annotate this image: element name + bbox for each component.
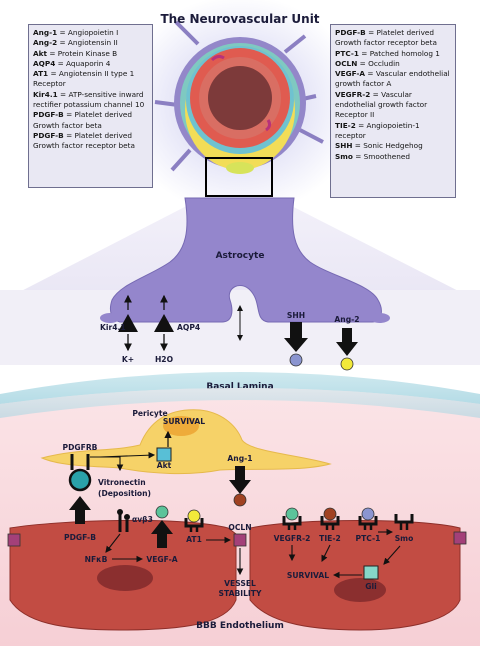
gli-label: Gli <box>365 582 376 591</box>
ptc1-receptor <box>358 507 378 530</box>
legend-item: PDGF-B = Platelet derived Growth factor … <box>335 28 437 48</box>
zoom-box <box>205 157 273 197</box>
legend-item: AQP4 = Aquaporin 4 <box>33 58 111 68</box>
junction-left <box>7 533 21 547</box>
pdgfrb-label: PDGFRB <box>63 443 98 452</box>
ang2-label: Ang-2 <box>334 315 359 324</box>
diagram-title: The Neurovascular Unit <box>160 12 319 26</box>
legend-item: AT1 = Angiotensin II type 1 Receptor <box>33 69 135 89</box>
pdgfrb-akt-arrow <box>99 451 156 459</box>
smo-gli-arrow <box>383 545 401 565</box>
integrin-avb3 <box>117 509 130 532</box>
vegfr2-receptor <box>282 507 302 530</box>
ptc1-label: PTC-1 <box>356 534 381 543</box>
endothelium-label: BBB Endothelium <box>196 621 284 631</box>
smo-label: Smo <box>395 534 414 543</box>
pdgfb-label: PDGF-B <box>64 533 96 542</box>
legend-item: PDGF-B = Platelet derived Growth factor … <box>33 110 133 130</box>
integrin-nfkb-arrow <box>105 533 121 553</box>
ang1-molecule <box>233 493 247 507</box>
pericyte-cell <box>40 409 332 475</box>
aqp4-label: AQP4 <box>177 323 200 332</box>
gli-box <box>363 565 379 580</box>
akt-label: Akt <box>157 461 172 470</box>
tie2-label: TIE-2 <box>319 534 341 543</box>
ang2-molecule <box>340 357 354 371</box>
legend-item: PTC-1 = Patched homolog 1 <box>335 48 440 58</box>
legend-left: Ang-1 = Angiopoietin I Ang-2 = Angiotens… <box>28 24 153 188</box>
kir41-channel <box>118 294 138 352</box>
vessel-label: VESSEL <box>224 579 256 588</box>
astrocyte-label: Astrocyte <box>216 251 265 261</box>
ang2-arrow <box>336 328 358 356</box>
legend-item: OCLN = Occludin <box>335 58 400 68</box>
vitronectin-label: Vitronectin <box>98 478 146 487</box>
basal-lamina-label: Basal Lamina <box>206 382 273 392</box>
ocln-junction <box>233 533 247 547</box>
shh-label: SHH <box>287 311 305 320</box>
kplus-label: K+ <box>122 355 134 364</box>
pdgfb-arrow <box>69 496 91 524</box>
junction-right <box>453 531 467 545</box>
ang1-arrow <box>229 466 251 494</box>
tie2-receptor <box>320 507 340 530</box>
smo-receptor <box>394 514 414 530</box>
survival-bottom-label: SURVIVAL <box>287 571 329 580</box>
legend-item: Akt = Protein Kinase B <box>33 48 118 58</box>
pericyte-label: Pericyte <box>132 409 167 418</box>
vegfa-label: VEGF-A <box>146 555 177 564</box>
vessel-cross-section <box>154 20 324 174</box>
akt-box <box>156 447 172 462</box>
h2o-label: H2O <box>155 355 174 364</box>
legend-item: SHH = Sonic Hedgehog <box>335 141 423 151</box>
shh-molecule <box>289 353 303 367</box>
legend-item: PDGF-B = Platelet derived Growth factor … <box>33 130 135 151</box>
legend-item: VEGFR-2 = Vascular endothelial growth fa… <box>335 89 428 120</box>
legend-item: TIE-2 = Angiopoietin-1 receptor <box>335 120 420 140</box>
tie2-survival-arrow <box>321 544 331 562</box>
pdgfrb-receptor <box>68 468 92 492</box>
nfkb-label: NFκB <box>85 555 108 564</box>
legend-item: Kir4.1 = ATP-sensitive inward rectifier … <box>33 89 145 110</box>
aqp4-channel <box>154 294 174 352</box>
at1-receptor <box>184 509 204 532</box>
shh-arrow <box>284 322 308 352</box>
avb3-label: αvβ3 <box>132 515 153 524</box>
legend-item: Smo = Smoothened <box>335 151 411 161</box>
vegfr2-label: VEGFR-2 <box>274 534 311 543</box>
ocln-label: OCLN <box>228 523 251 532</box>
legend-right: PDGF-B = Platelet derived Growth factor … <box>330 24 456 198</box>
legend-item: VEGF-A = Vascular endothelial growth fac… <box>335 69 450 89</box>
deposition-label: (Deposition) <box>98 489 151 498</box>
survival-top-label: SURVIVAL <box>163 417 205 426</box>
astrocyte-body <box>109 197 382 323</box>
kir41-label: Kir4.1 <box>100 323 126 332</box>
ang1-label: Ang-1 <box>227 454 252 463</box>
stability-label: STABILITY <box>219 589 262 598</box>
vegfa-arrow <box>151 520 173 548</box>
legend-item: Ang-1 = Angiopoietin I <box>33 28 119 37</box>
legend-item: Ang-2 = Angiotensin II <box>33 38 118 48</box>
vegfa-molecule <box>155 505 169 519</box>
at1-label: AT1 <box>186 535 202 544</box>
